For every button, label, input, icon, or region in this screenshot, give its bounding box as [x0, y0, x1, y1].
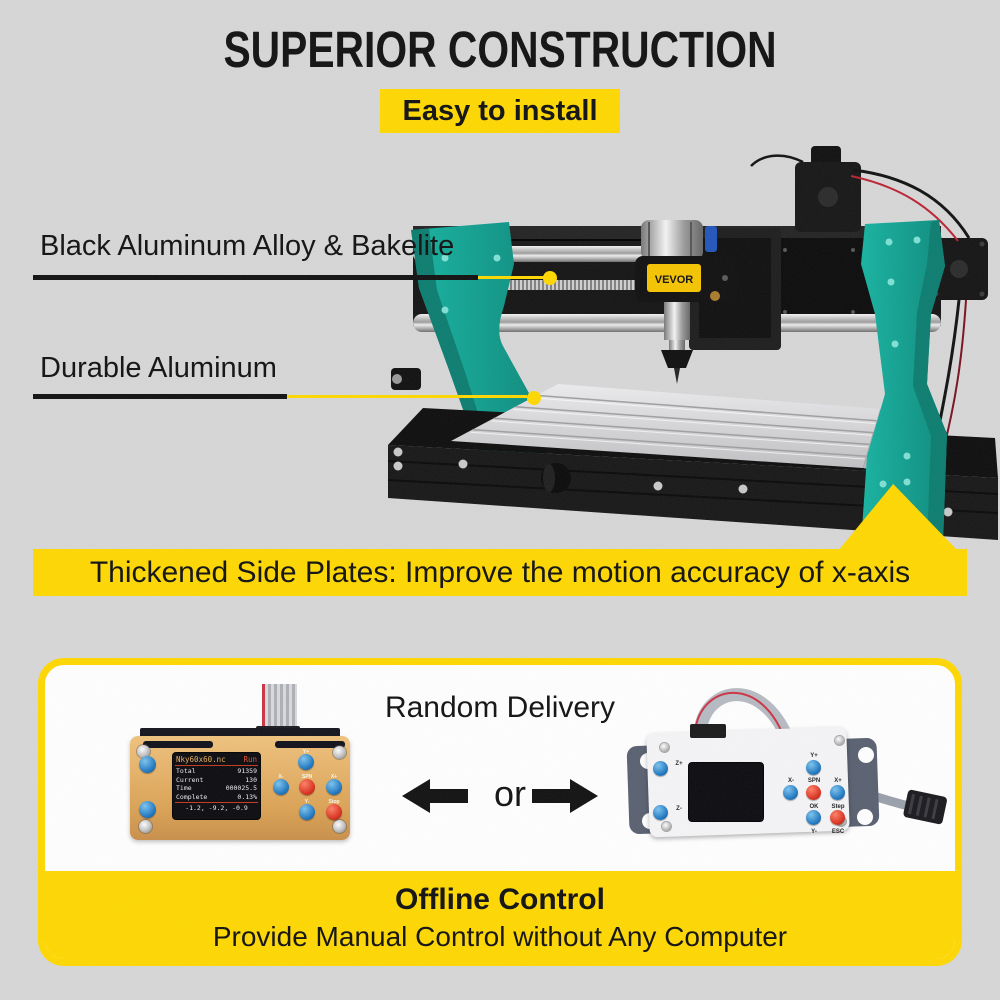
button-x-plus — [830, 785, 845, 800]
mount-hole — [857, 809, 873, 825]
offline-control-band: Offline Control Provide Manual Control w… — [45, 871, 955, 959]
ribbon-cable — [262, 684, 297, 732]
button-label: Y+ — [810, 753, 818, 759]
machine-photo: VEVOR — [383, 146, 1000, 550]
brand-text: VEVOR — [655, 274, 694, 286]
callout-line-1 — [33, 275, 478, 280]
callout-line-1-yellow — [478, 276, 544, 279]
screw — [333, 746, 346, 759]
button-esc — [830, 810, 845, 825]
screw — [662, 822, 671, 831]
button-x-minus — [273, 779, 289, 795]
or-label: or — [493, 773, 526, 814]
callout-label-bakelite: Black Aluminum Alloy & Bakelite — [40, 230, 455, 262]
screw — [660, 743, 669, 752]
button-x-minus — [783, 785, 798, 800]
button-label: X+ — [834, 778, 842, 784]
button-z-minus — [653, 805, 668, 820]
button-z-plus — [653, 761, 668, 776]
screw — [835, 736, 844, 745]
button-spn — [806, 785, 821, 800]
button-spn — [299, 779, 315, 795]
screw — [139, 820, 152, 833]
button-label: Z+ — [675, 761, 683, 767]
button-z-minus — [139, 801, 156, 818]
button-label: Y- — [811, 829, 817, 835]
screw — [333, 820, 346, 833]
callout-line-2-yellow — [287, 395, 527, 398]
arrow-left-icon — [402, 779, 468, 818]
button-y-minus — [299, 804, 315, 820]
ribbon-connector — [690, 724, 726, 738]
button-label: Z- — [676, 806, 682, 812]
easy-install-badge: Easy to install — [380, 89, 620, 133]
button-label: X- — [788, 778, 794, 784]
lcd-filename: Nky60x60.nc — [176, 755, 226, 764]
lcd-coordinates: -1.2, -9.2, -0.9 — [185, 804, 248, 813]
button-y-plus — [806, 760, 821, 775]
button-stop — [326, 804, 342, 820]
button-z-plus — [139, 756, 156, 773]
lcd-status: Run — [243, 755, 257, 764]
callout-dot-2 — [527, 391, 541, 405]
side-plates-banner: Thickened Side Plates: Improve the motio… — [33, 549, 967, 596]
arrow-right-icon — [532, 779, 598, 818]
button-y-plus — [298, 754, 314, 770]
board-slot — [143, 741, 213, 748]
offline-control-heading: Offline Control — [395, 883, 605, 916]
button-x-plus — [326, 779, 342, 795]
mount-hole — [858, 747, 874, 763]
callout-label-aluminum: Durable Aluminum — [40, 352, 277, 384]
button-label: ESC — [831, 829, 845, 835]
callout-line-2 — [33, 394, 287, 399]
lcd-screen-blank — [688, 762, 764, 822]
callout-dot-1 — [543, 271, 557, 285]
offline-control-subheading: Provide Manual Control without Any Compu… — [212, 921, 788, 952]
button-label: SPN — [807, 778, 821, 784]
page-title: SUPERIOR CONSTRUCTION — [223, 21, 777, 78]
button-y-minus — [806, 810, 821, 825]
